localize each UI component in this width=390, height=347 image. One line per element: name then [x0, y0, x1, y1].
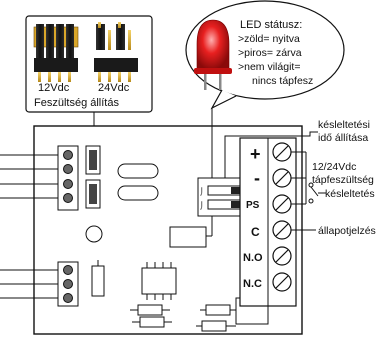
- svg-text:⌡: ⌡: [200, 187, 204, 196]
- left-wire-group-bottom: [0, 269, 66, 299]
- terminal-plus-label: +: [250, 144, 261, 164]
- jumper-callout: 12Vdc 24Vdc Feszültség állítás: [25, 15, 153, 113]
- terminal-minus-label: -: [254, 168, 260, 188]
- connector-top-left: [57, 145, 79, 211]
- led-status-no-power: nincs tápfesz: [252, 75, 313, 87]
- terminal-c-label: C: [251, 225, 260, 239]
- led-status-green: >zöld= nyitva: [238, 33, 300, 45]
- jumper-24v-icon: [94, 22, 138, 82]
- jumper-12v-label: 12Vdc: [38, 82, 70, 94]
- led-status-title: LED státusz:: [240, 19, 302, 31]
- terminal-screws: [272, 142, 292, 292]
- jumper-caption: Feszültség állítás: [34, 97, 119, 109]
- svg-text:⌡: ⌡: [200, 201, 204, 210]
- oval-pads: [117, 163, 159, 201]
- bottom-resistors: [130, 304, 238, 332]
- led-status-red: >piros= zárva: [238, 47, 302, 59]
- led-callout-bubble: [185, 0, 345, 100]
- supply-label-1: 12/24Vdc: [312, 161, 356, 173]
- delay-switch-symbol: [308, 182, 326, 204]
- connector-bottom-left: [57, 260, 105, 307]
- jumper-12v-icon: [33, 24, 79, 82]
- supply-label-2: tápfeszültség: [312, 174, 374, 186]
- jumper-24v-label: 24Vdc: [98, 82, 130, 94]
- led-mount-box: [169, 226, 207, 248]
- terminal-nc-label: N.C: [243, 278, 262, 290]
- delay-label: késleltetés: [325, 188, 375, 200]
- terminal-ps-label: PS: [246, 200, 260, 211]
- left-wire-group-top: [0, 154, 58, 199]
- led-status-off: >nem világit=: [238, 61, 300, 73]
- terminal-no-label: N.O: [243, 252, 263, 264]
- delay-setting-leader: [224, 131, 318, 178]
- supply-wires: [291, 151, 316, 231]
- status-signal-label: állapotjelzés: [318, 225, 376, 237]
- ic-chip: [141, 262, 177, 300]
- delay-setting-label-1: késleltetési: [318, 119, 370, 131]
- delay-setting-label-2: idő állítása: [318, 132, 368, 144]
- led-callout: LED státusz: >zöld= nyitva >piros= zárva…: [185, 0, 345, 110]
- led-red-icon: [194, 19, 232, 90]
- board-jumper-headers: [85, 145, 101, 209]
- round-capacitor: [85, 225, 103, 243]
